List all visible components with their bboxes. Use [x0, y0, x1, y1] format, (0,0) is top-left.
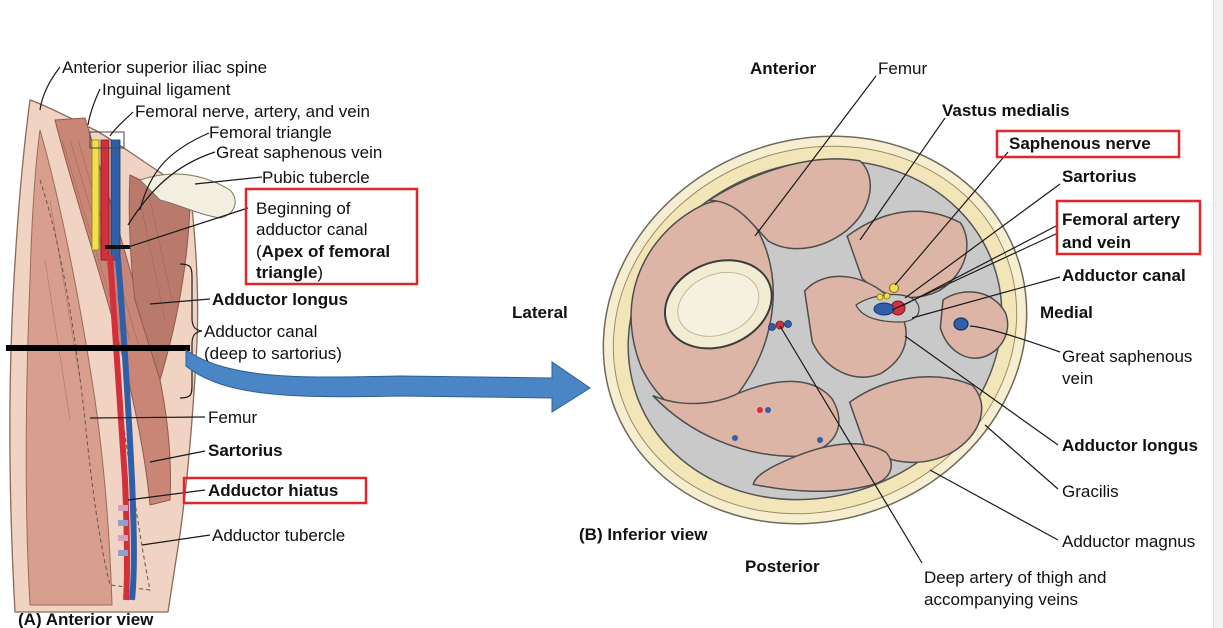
genicular-vessels: [118, 505, 128, 556]
label-adductor-longus-b: Adductor longus: [1062, 436, 1198, 455]
orientation-posterior: Posterior: [745, 557, 820, 576]
label-anterior-superior-iliac-spine: Anterior superior iliac spine: [62, 58, 267, 77]
deep-artery-section: [775, 320, 785, 330]
label-great-saphenous-b-2: vein: [1062, 369, 1093, 388]
label-great-saphenous-b-1: Great saphenous: [1062, 347, 1192, 366]
label-apex-of-femoral-triangle-1: (Apex of femoral: [256, 242, 390, 261]
anterior-view-illustration: [6, 99, 236, 613]
pubic-bone: [139, 173, 236, 219]
great-saphenous-vein-section: [953, 317, 969, 331]
label-beginning-adductor-canal-1: Beginning of: [256, 199, 351, 218]
label-adductor-canal-a-1: Adductor canal: [204, 322, 317, 341]
cross-section-illustration: [602, 135, 1028, 525]
orientation-lateral: Lateral: [512, 303, 568, 322]
highlight-box-saphenous-nerve: [995, 129, 1181, 159]
label-apex-of-femoral-triangle-2: triangle): [256, 263, 323, 282]
panel-a-labels: Anterior superior iliac spine Inguinal l…: [18, 58, 419, 628]
label-deep-artery-2: accompanying veins: [924, 590, 1078, 609]
orientation-anterior: Anterior: [750, 59, 817, 78]
highlight-box-apex: [244, 187, 419, 286]
panel-b-leader-lines: [754, 75, 1061, 564]
label-femoral-triangle: Femoral triangle: [209, 123, 332, 142]
femoral-neurovascular-bundle: [89, 131, 137, 601]
orientation-medial: Medial: [1040, 303, 1093, 322]
femur-dashed-outline: [39, 179, 151, 591]
caption-inferior-view: (B) Inferior view: [579, 525, 708, 544]
panel-b-labels: Anterior Femur Vastus medialis Saphenous…: [512, 59, 1202, 609]
label-sartorius-a: Sartorius: [208, 441, 283, 460]
adductor-canal-contents: [732, 283, 969, 443]
panel-a-leader-lines: [39, 66, 263, 546]
caption-anterior-view: (A) Anterior view: [18, 610, 154, 628]
label-inguinal-ligament: Inguinal ligament: [102, 80, 231, 99]
label-adductor-canal-b: Adductor canal: [1062, 266, 1186, 285]
muscle-compartments: [630, 158, 1009, 493]
label-adductor-canal-a-2: (deep to sartorius): [204, 344, 342, 363]
label-gracilis: Gracilis: [1062, 482, 1119, 501]
vertical-scrollbar[interactable]: [1213, 0, 1223, 628]
label-femoral-artery-2: and vein: [1062, 233, 1131, 252]
label-femoral-artery-1: Femoral artery: [1062, 210, 1181, 229]
highlight-box-femoral-artery-vein: [1055, 199, 1202, 256]
label-beginning-adductor-canal-2: adductor canal: [256, 220, 368, 239]
label-saphenous-nerve: Saphenous nerve: [1009, 134, 1151, 153]
label-femur-b: Femur: [878, 59, 927, 78]
label-great-saphenous-vein-a: Great saphenous vein: [216, 143, 382, 162]
label-vastus-medialis: Vastus medialis: [942, 101, 1070, 120]
label-sartorius-b: Sartorius: [1062, 167, 1137, 186]
label-adductor-longus-a: Adductor longus: [212, 290, 348, 309]
label-femoral-nerve-artery-vein: Femoral nerve, artery, and vein: [135, 102, 370, 121]
label-adductor-hiatus: Adductor hiatus: [208, 481, 338, 500]
label-adductor-tubercle: Adductor tubercle: [212, 526, 345, 545]
label-deep-artery-1: Deep artery of thigh and: [924, 568, 1106, 587]
lateral-muscle: [25, 129, 113, 606]
label-femur-a: Femur: [208, 408, 257, 427]
section-arrow: [185, 349, 591, 413]
femoral-vein-section: [873, 302, 895, 316]
femur-cross-section: [663, 259, 773, 350]
highlight-box-adductor-hiatus: [182, 476, 368, 505]
label-pubic-tubercle: Pubic tubercle: [262, 168, 370, 187]
adductor-canal-bracket: [179, 263, 203, 399]
label-adductor-magnus: Adductor magnus: [1062, 532, 1195, 551]
saphenous-nerve-section: [889, 283, 899, 293]
